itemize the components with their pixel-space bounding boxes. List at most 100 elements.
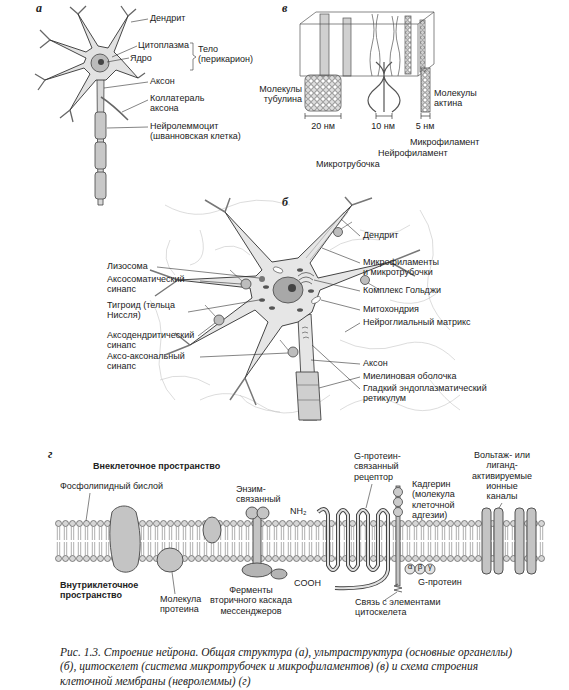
part-label: Молекула протеина	[160, 594, 210, 615]
part-label: Энзим-связанный	[236, 484, 286, 505]
neuron-soma-large	[310, 295, 321, 304]
subunit-letter: γ	[425, 563, 435, 571]
cadherin-molecule	[394, 508, 403, 517]
panel-letter: в	[282, 2, 302, 14]
part-label: 20 нм	[305, 121, 341, 131]
g-protein	[415, 564, 425, 574]
part-label: Аксо-аксональный синапс	[107, 351, 197, 372]
cytoskeleton-fibers	[368, 62, 400, 112]
subunit-letter: β	[415, 563, 425, 571]
cadherin-molecule	[394, 488, 403, 497]
g-protein-receptor	[318, 509, 388, 588]
membrane-proteins	[246, 507, 258, 519]
part-label: NH₂	[290, 506, 320, 516]
axon-small	[95, 112, 106, 139]
part-label: Нейрофиламент	[378, 148, 468, 158]
subunit-letter: α	[405, 563, 415, 571]
part-label: Микротрубочка	[316, 159, 406, 169]
part-label: Аксосоматический синапс	[107, 274, 197, 295]
synapse-boutons	[334, 228, 343, 237]
dimension-lines	[305, 113, 430, 119]
part-label: Молекулы актина	[434, 88, 486, 109]
part-label: 10 нм	[365, 121, 401, 131]
neuron-soma-large	[308, 289, 314, 293]
dendrite-branches	[35, 6, 145, 122]
neuroglial-matrix	[165, 200, 290, 214]
cytoskeleton-fibers	[421, 68, 430, 112]
neuron-soma-large	[259, 276, 265, 282]
leader-lines-a	[104, 19, 148, 128]
neuron-body-small	[98, 59, 104, 65]
neuroglial-matrix	[166, 240, 175, 275]
g-protein-receptor	[318, 509, 388, 588]
membrane-proteins	[494, 508, 503, 574]
axon-small	[95, 142, 106, 169]
neuron-body-small	[45, 14, 138, 110]
neuron-soma-large	[269, 306, 275, 310]
part-label: Микрофиламенты и микротрубочки	[363, 257, 443, 278]
leader-lines-b	[311, 219, 360, 389]
part-label: Вольтаж- или лиганд-активируемые ионные …	[470, 450, 534, 502]
axon-large	[296, 372, 321, 420]
panel-letter: б	[282, 196, 302, 208]
g-protein	[405, 564, 415, 574]
part-label: Тигроид (тельца Ниссля)	[107, 300, 191, 321]
part-label: Тело (перикарион)	[198, 44, 262, 65]
cytoskeleton-cube	[320, 14, 329, 76]
neuron-soma-large	[297, 268, 303, 272]
part-label: COOH	[294, 578, 334, 588]
neuron-soma-large	[272, 266, 283, 274]
axon-large	[296, 314, 321, 420]
g-protein	[405, 564, 435, 574]
cytoskeleton-cube	[405, 16, 411, 74]
neuroglial-matrix	[340, 340, 455, 360]
cytoskeleton-fibers	[305, 75, 341, 111]
part-label: 5 нм	[407, 121, 443, 131]
axon-large	[297, 385, 320, 400]
part-label: Микрофиламент	[410, 137, 500, 147]
dendrite-branches	[35, 6, 145, 122]
synapse-boutons	[288, 347, 298, 357]
membrane-proteins	[242, 563, 272, 577]
membrane-proteins	[253, 514, 261, 566]
part-label: Кадгерин (молекула клеточной адгезии)	[412, 479, 464, 520]
part-label: Ядро	[130, 53, 170, 63]
neuroglial-matrix	[215, 246, 250, 255]
part-label: Миелиновая оболочка	[363, 371, 483, 381]
part-label: Дендрит	[363, 230, 443, 240]
neuron-soma-large	[302, 327, 309, 338]
g-protein	[425, 564, 435, 574]
neuron-soma-large	[178, 205, 390, 378]
neuroglial-matrix	[330, 239, 380, 250]
part-label: Молекулы тубулина	[250, 84, 302, 105]
neuroglial-matrix	[150, 300, 175, 400]
membrane-proteins	[203, 517, 221, 543]
part-label: Лизосома	[107, 261, 177, 271]
membrane-proteins	[110, 506, 536, 579]
neuron-soma-large	[306, 212, 348, 260]
part-label: Аксодендритический синапс	[107, 330, 205, 351]
membrane-proteins	[482, 508, 491, 574]
cadherin-molecule	[394, 486, 403, 592]
part-label: Аксон	[363, 358, 423, 368]
part-label: Нейролеммоцит (шванновская клетка)	[150, 121, 258, 142]
synapse-boutons	[241, 279, 251, 289]
membrane-proteins	[110, 506, 140, 572]
neuron-body-small	[91, 54, 109, 72]
synapse-boutons	[214, 315, 224, 325]
panel-letter: а	[36, 2, 56, 14]
neuron-soma-large	[288, 284, 296, 292]
neuron-soma-large	[178, 205, 390, 378]
membrane-proteins	[515, 508, 524, 574]
axon-small	[95, 78, 128, 205]
membrane-proteins	[257, 507, 269, 519]
membrane-proteins	[527, 508, 536, 574]
part-label: Нейроглиальный матрикс	[363, 317, 503, 327]
cytoskeleton-cube	[370, 14, 400, 76]
neuron-soma-large	[297, 308, 303, 312]
cytoskeleton-cube	[300, 12, 434, 76]
part-label: Гладкий эндоплазматический ретикулум	[363, 383, 498, 404]
cytoskeleton-cube	[420, 20, 425, 72]
part-label: Коллатераль аксона	[150, 93, 214, 114]
